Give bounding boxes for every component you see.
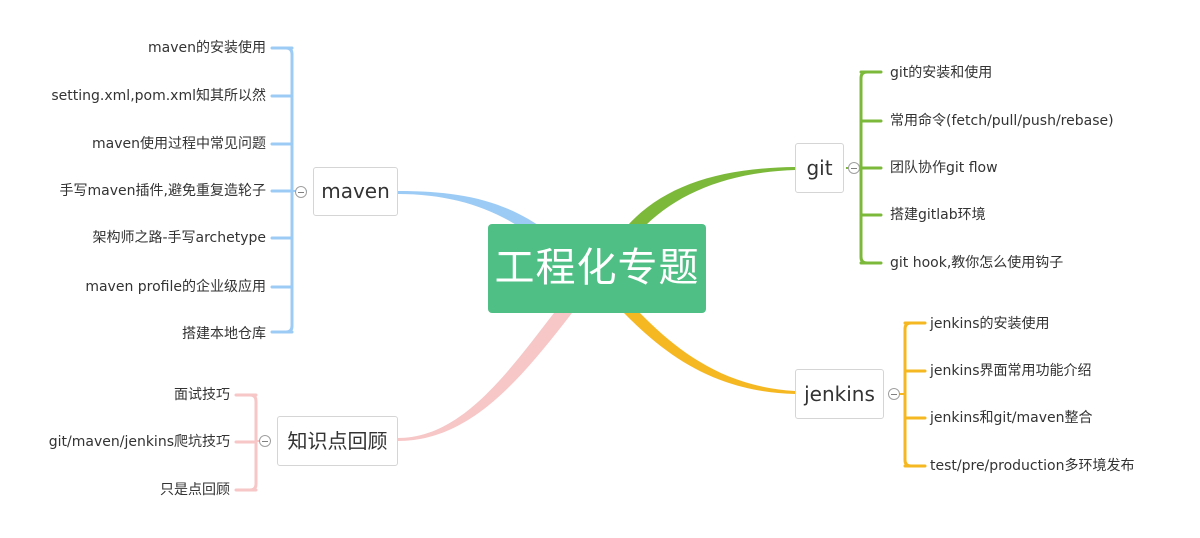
maven-item-4[interactable]: 手写maven插件,避免重复造轮子	[59, 183, 266, 199]
review-item-1[interactable]: 面试技巧	[174, 387, 230, 403]
topic-git[interactable]: git	[795, 143, 844, 193]
jenkins-item-1[interactable]: jenkins的安装使用	[930, 316, 1050, 332]
collapse-jenkins-icon[interactable]	[888, 388, 900, 400]
maven-item-5[interactable]: 架构师之路-手写archetype	[92, 230, 266, 246]
jenkins-item-3[interactable]: jenkins和git/maven整合	[930, 410, 1093, 426]
git-main-connector	[628, 167, 795, 225]
git-item-2[interactable]: 常用命令(fetch/pull/push/rebase)	[890, 113, 1114, 129]
review-main-connector	[398, 313, 572, 441]
collapse-maven-icon[interactable]	[295, 186, 307, 198]
maven-item-7[interactable]: 搭建本地仓库	[182, 326, 266, 342]
maven-item-3[interactable]: maven使用过程中常见问题	[92, 136, 266, 152]
git-item-5[interactable]: git hook,教你怎么使用钩子	[890, 255, 1064, 271]
jenkins-item-2[interactable]: jenkins界面常用功能介绍	[930, 363, 1092, 379]
collapse-review-icon[interactable]	[259, 435, 271, 447]
maven-item-2[interactable]: setting.xml,pom.xml知其所以然	[51, 88, 266, 104]
review-item-2[interactable]: git/maven/jenkins爬坑技巧	[48, 434, 230, 450]
git-item-4[interactable]: 搭建gitlab环境	[890, 207, 986, 223]
jenkins-item-4[interactable]: test/pre/production多环境发布	[930, 458, 1135, 474]
git-item-3[interactable]: 团队协作git flow	[890, 160, 998, 176]
collapse-git-icon[interactable]	[848, 162, 860, 174]
review-item-3[interactable]: 只是点回顾	[160, 482, 230, 498]
topic-jenkins[interactable]: jenkins	[795, 369, 884, 419]
topic-review[interactable]: 知识点回顾	[277, 416, 398, 466]
git-item-1[interactable]: git的安装和使用	[890, 65, 993, 81]
central-topic[interactable]: 工程化专题	[488, 224, 706, 313]
jenkins-main-connector	[624, 313, 795, 394]
topic-maven[interactable]: maven	[313, 167, 398, 216]
maven-item-6[interactable]: maven profile的企业级应用	[85, 279, 266, 295]
maven-item-1[interactable]: maven的安装使用	[148, 40, 266, 56]
jenkins-bracket-spine	[903, 321, 913, 468]
